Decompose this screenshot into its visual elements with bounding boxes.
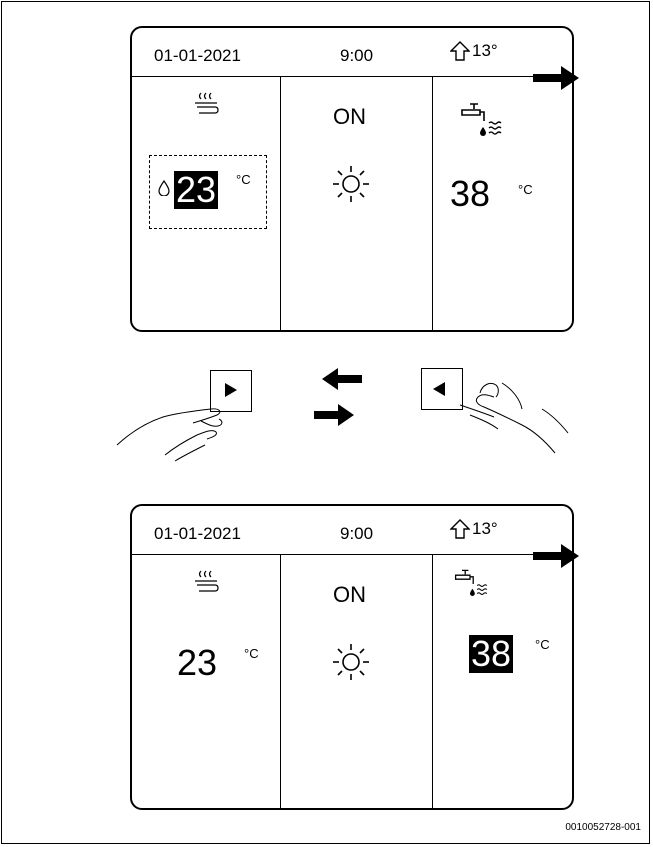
hot-water-tap-icon: [452, 568, 488, 600]
play-left-icon: [432, 381, 446, 397]
outdoor-temperature: 13°: [450, 41, 498, 61]
time-label: 9:00: [340, 524, 373, 544]
house-icon: [450, 41, 470, 61]
outdoor-temperature: 13°: [450, 519, 498, 539]
sun-icon: [331, 164, 371, 204]
house-icon: [450, 519, 470, 539]
time-label: 9:00: [340, 46, 373, 66]
status-header: 01-01-2021 9:00 13°: [132, 506, 572, 555]
system-mode-label: ON: [333, 104, 366, 130]
column-divider: [280, 554, 281, 808]
dhw-setpoint-value: 38: [450, 173, 490, 215]
status-header: 01-01-2021 9:00 13°: [132, 28, 572, 77]
water-drop-icon: [158, 180, 170, 196]
pressing-hand-right: [450, 375, 570, 460]
dhw-setpoint-value: 38: [469, 635, 513, 673]
floor-heating-icon: [193, 91, 219, 117]
pressing-hand-left: [115, 395, 235, 465]
outdoor-temp-value: 13°: [472, 41, 498, 61]
outdoor-temp-value: 13°: [472, 519, 498, 539]
column-divider: [432, 554, 433, 808]
floor-heating-icon: [193, 569, 219, 595]
controller-screen-top: 01-01-2021 9:00 13° 23 °C ON 38 °C: [130, 26, 574, 332]
sun-icon: [331, 642, 371, 682]
controller-screen-bottom: 01-01-2021 9:00 13° 23 °C ON 38 °C: [130, 504, 574, 810]
next-arrow-icon: [533, 66, 579, 90]
figure-reference-code: 0010052728-001: [565, 822, 641, 833]
arrow-left-icon: [322, 368, 362, 390]
heating-setpoint-value: 23: [174, 171, 218, 209]
date-label: 01-01-2021: [154, 46, 241, 66]
system-mode-label: ON: [333, 582, 366, 608]
hot-water-tap-icon: [458, 101, 502, 141]
heating-unit: °C: [244, 646, 259, 661]
heating-unit: °C: [236, 172, 251, 187]
heating-setpoint-value: 23: [177, 642, 217, 684]
column-divider: [432, 76, 433, 330]
column-divider: [280, 76, 281, 330]
dhw-unit: °C: [535, 637, 550, 652]
date-label: 01-01-2021: [154, 524, 241, 544]
arrow-right-icon: [314, 404, 354, 426]
dhw-unit: °C: [518, 182, 533, 197]
next-arrow-icon: [533, 544, 579, 568]
